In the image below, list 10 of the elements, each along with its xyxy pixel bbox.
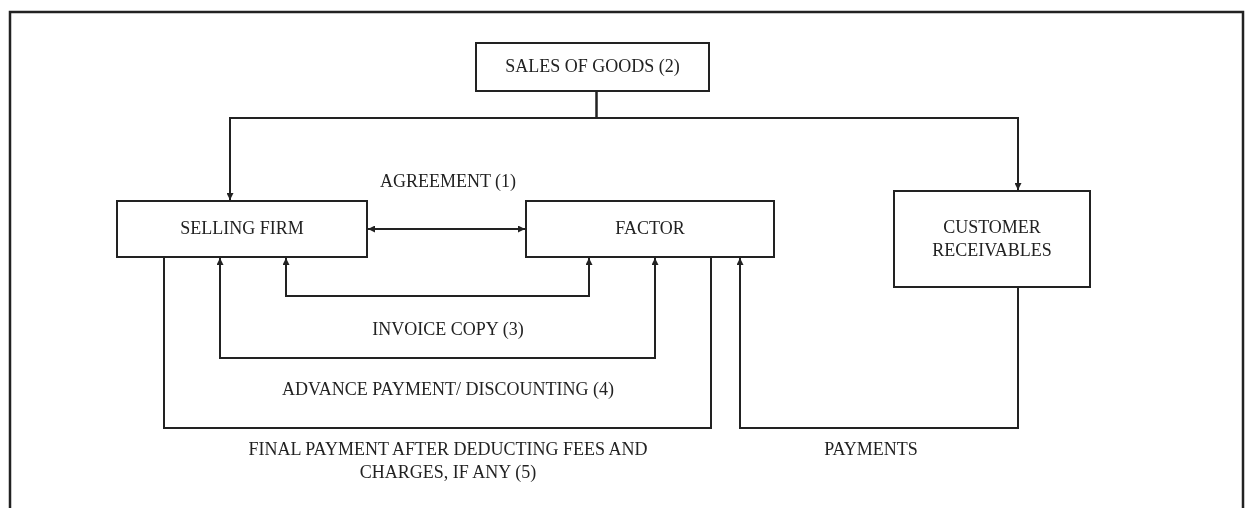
arrow	[595, 91, 1022, 191]
arrow	[282, 257, 593, 297]
process-box: SALES OF GOODS (2)	[475, 42, 710, 92]
process-box: SELLING FIRM	[116, 200, 368, 258]
connector-line	[163, 257, 712, 429]
process-box: CUSTOMER RECEIVABLES	[893, 190, 1091, 288]
arrow	[367, 225, 526, 233]
process-box: FACTOR	[525, 200, 775, 258]
arrow	[736, 257, 1019, 429]
arrow	[216, 257, 659, 359]
